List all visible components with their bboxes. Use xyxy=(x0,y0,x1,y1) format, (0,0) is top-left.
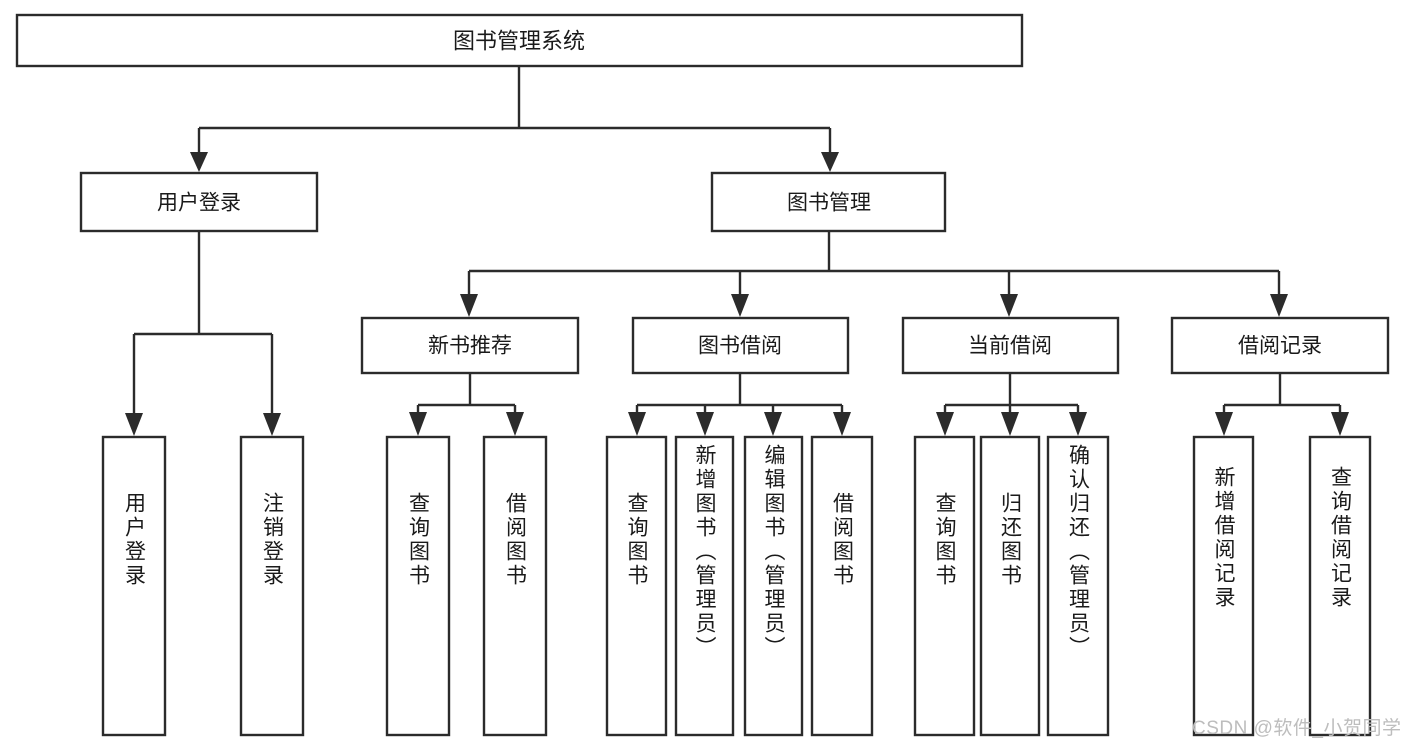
arrow-to-leaf-add-record xyxy=(1215,412,1233,436)
arrow-to-leaf-user-login xyxy=(125,413,143,436)
arrow-to-user-login xyxy=(190,152,208,172)
leaf-box-edit-book[interactable] xyxy=(743,435,804,737)
leaf-box-borrow-book-2[interactable] xyxy=(810,435,874,737)
node-borrow-record[interactable]: 借阅记录 xyxy=(1170,316,1390,375)
leaf-box-logout[interactable] xyxy=(239,435,305,737)
connector-book-borrow-branch xyxy=(628,373,851,436)
arrow-to-leaf-add-book xyxy=(696,412,714,436)
arrow-to-current-borrow xyxy=(1000,294,1018,317)
node-user-login[interactable]: 用户登录 xyxy=(79,171,319,233)
new-book-recommend-label: 新书推荐 xyxy=(428,335,512,358)
connector-new-book-recommend-branch xyxy=(409,373,524,436)
connector-root-trunk xyxy=(190,66,839,172)
arrow-to-leaf-query-book-1 xyxy=(409,412,427,436)
leaf-box-query-record[interactable] xyxy=(1308,435,1372,737)
user-login-box[interactable] xyxy=(79,171,319,233)
leaf-box-query-book-3[interactable] xyxy=(913,435,976,737)
arrow-to-leaf-confirm-return xyxy=(1069,412,1087,436)
current-borrow-label: 当前借阅 xyxy=(968,335,1052,358)
connector-borrow-record-branch xyxy=(1215,373,1349,436)
leaf-box-user-login[interactable] xyxy=(101,435,167,737)
connector-book-manage-branch xyxy=(460,231,1288,317)
arrow-to-leaf-edit-book xyxy=(764,412,782,436)
new-book-recommend-box[interactable] xyxy=(360,316,580,375)
leaf-box-add-record[interactable] xyxy=(1192,435,1255,737)
node-book-manage[interactable]: 图书管理 xyxy=(710,171,947,233)
node-book-borrow[interactable]: 图书借阅 xyxy=(631,316,850,375)
root-box[interactable] xyxy=(15,13,1024,68)
current-borrow-box[interactable] xyxy=(901,316,1120,375)
arrow-to-book-borrow xyxy=(731,294,749,317)
leaf-box-query-book-2[interactable] xyxy=(605,435,668,737)
connector-user-login-branch xyxy=(125,231,281,436)
arrow-to-leaf-query-book-3 xyxy=(936,412,954,436)
node-new-book-recommend[interactable]: 新书推荐 xyxy=(360,316,580,375)
leaf-box-confirm-return[interactable] xyxy=(1046,435,1110,737)
book-borrow-label: 图书借阅 xyxy=(698,335,782,358)
arrow-to-leaf-logout xyxy=(263,413,281,436)
arrow-to-borrow-record xyxy=(1270,294,1288,317)
node-root-system[interactable]: 图书管理系统 xyxy=(15,13,1024,68)
arrow-to-leaf-borrow-book-1 xyxy=(506,412,524,436)
arrow-to-new-book-recommend xyxy=(460,294,478,317)
leaf-box-return-book[interactable] xyxy=(979,435,1041,737)
node-current-borrow[interactable]: 当前借阅 xyxy=(901,316,1120,375)
arrow-to-leaf-query-book-2 xyxy=(628,412,646,436)
leaf-box-query-book-1[interactable] xyxy=(385,435,451,737)
root-label: 图书管理系统 xyxy=(453,29,585,54)
arrow-to-book-manage xyxy=(821,152,839,172)
user-login-label: 用户登录 xyxy=(157,192,241,215)
borrow-record-label: 借阅记录 xyxy=(1238,335,1322,358)
leaf-box-borrow-book-1[interactable] xyxy=(482,435,548,737)
arrow-to-leaf-query-record xyxy=(1331,412,1349,436)
connector-current-borrow-branch xyxy=(936,373,1087,436)
book-manage-label: 图书管理 xyxy=(787,192,871,215)
arrow-to-leaf-return-book xyxy=(1001,412,1019,436)
arrow-to-leaf-borrow-book-2 xyxy=(833,412,851,436)
csdn-watermark: CSDN @软件_小贺同学 xyxy=(1192,718,1402,739)
leaf-box-add-book[interactable] xyxy=(674,435,735,737)
